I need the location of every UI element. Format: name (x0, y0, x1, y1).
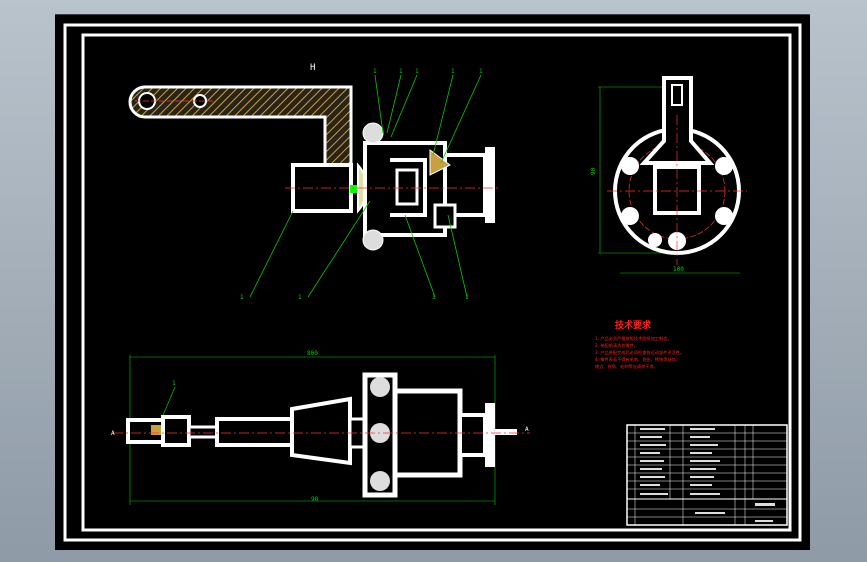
part-number: 1 (373, 68, 377, 75)
part-number: 1 (240, 294, 244, 301)
lower-boss (362, 229, 384, 251)
dimension-label: 90 (311, 496, 319, 503)
dimension-label: 90 (590, 167, 597, 175)
note-line: 1. 产品必须严格按照技术图纸加工制造。 (595, 335, 672, 342)
part-number: 1 (451, 68, 455, 75)
title-block (626, 424, 788, 526)
bolt-hole (621, 157, 639, 175)
housing-inner (395, 168, 419, 206)
technical-notes: 技术要求 1. 产品必须严格按照技术图纸加工制造。 2. 装配前清洗各零件。 3… (595, 319, 684, 370)
note-line: 2. 装配前清洗各零件。 (595, 342, 638, 349)
tapered-section (290, 396, 352, 466)
notes-title: 技术要求 (615, 319, 652, 331)
section-mark-right: A (525, 426, 529, 433)
note-line: 3. 产品装配完成后必须检查各运动部件灵活性。 (595, 349, 684, 356)
engineering-drawing: H 1 1 1 1 (63, 23, 802, 542)
coupling (161, 415, 191, 447)
part-number: 1 (298, 294, 302, 301)
part-number: 1 (479, 68, 483, 75)
view-label: H (310, 63, 315, 73)
part-number: 1 (399, 68, 403, 75)
front-view (128, 85, 500, 251)
bolt-hole (621, 207, 639, 225)
dimension-label: 800 (307, 350, 318, 357)
end-plate (485, 403, 495, 467)
dimension-label: 100 (673, 266, 684, 273)
note-line: 4. 零件表面不得有毛刺、划伤、锈蚀等缺陷， (595, 356, 680, 363)
bolt-hole (715, 157, 733, 175)
part-number: 1 (465, 294, 469, 301)
top-view: 800 90 1 A A (111, 350, 530, 505)
inner-frame (81, 33, 792, 532)
shaft-body (215, 417, 294, 447)
part-number: 1 (415, 68, 419, 75)
side-view: 90 100 (590, 76, 747, 274)
upper-boss (362, 122, 384, 144)
section-mark-left: A (111, 430, 115, 437)
outer-frame (63, 23, 802, 542)
crank-arm (128, 85, 353, 195)
leader-lines (249, 74, 482, 298)
note-line: 棱边、锐角、毛刺等应清除干净。 (595, 363, 658, 370)
small-collar (187, 425, 219, 439)
part-number-labels: 1 1 1 1 1 1 1 1 1 (240, 68, 483, 301)
bolt-hole (648, 233, 662, 247)
cad-viewport[interactable]: H 1 1 1 1 (55, 14, 810, 550)
part-number: 1 (432, 294, 436, 301)
part-number: 1 (172, 380, 176, 387)
bolt-hole (715, 207, 733, 225)
title-block-fill (640, 428, 775, 522)
